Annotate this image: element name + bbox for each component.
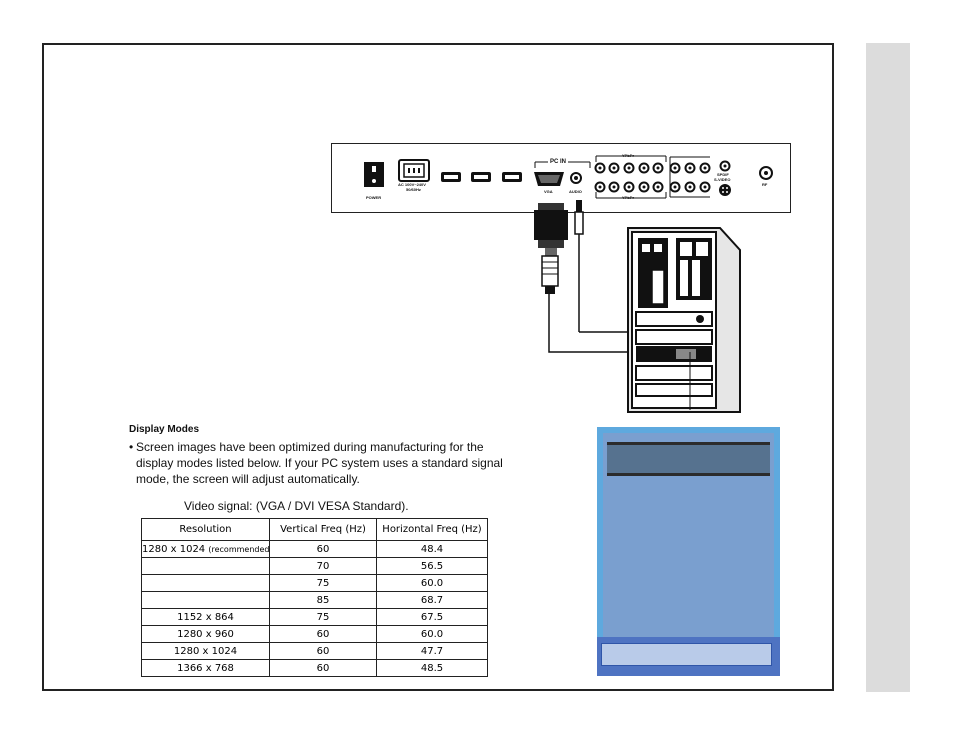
column-header: Horizontal Freq (Hz) (376, 518, 488, 541)
table-cell: 56.5 (376, 557, 488, 575)
table-cell (141, 557, 270, 575)
table-cell: 1280 x 1024 (recommended) (141, 540, 270, 558)
ac-freq-label: 50/60Hz (406, 187, 421, 192)
table-row: 70 56.5 (141, 557, 488, 575)
rf-label: RF (762, 182, 768, 187)
table-cell: 60.0 (376, 574, 488, 592)
table-cell: 70 (269, 557, 377, 575)
video-signal-caption: Video signal: (VGA / DVI VESA Standard). (184, 499, 409, 513)
ypbpr-bottom-label: YPbPr (622, 195, 635, 200)
table-row: 1280 x 960 60 60.0 (141, 625, 488, 643)
table-row: 1152 x 864 75 67.5 (141, 608, 488, 626)
table-cell: 85 (269, 591, 377, 609)
spdif-label: SPDIF (717, 172, 729, 177)
power-label: POWER (366, 195, 382, 200)
table-cell: 47.7 (376, 642, 488, 660)
table-cell: 67.5 (376, 608, 488, 626)
bullet-marker: • (129, 440, 134, 454)
table-cell: 1280 x 960 (141, 625, 270, 643)
side-strip (866, 43, 910, 692)
ac-label: AC 100V~240V (398, 182, 426, 187)
table-cell: 1366 x 768 (141, 659, 270, 677)
display-modes-body: • Screen images have been optimized duri… (129, 439, 519, 487)
table-cell: 75 (269, 574, 377, 592)
table-cell: 60 (269, 540, 377, 558)
blue-panel-footer-bar (601, 643, 772, 666)
table-cell: 1152 x 864 (141, 608, 270, 626)
svideo-label: S-VIDEO (714, 177, 731, 182)
table-row: 85 68.7 (141, 591, 488, 609)
table-cell: 60 (269, 625, 377, 643)
table-cell: 75 (269, 608, 377, 626)
table-cell: 60.0 (376, 625, 488, 643)
table-cell: 1280 x 1024 (141, 642, 270, 660)
display-modes-heading: Display Modes (129, 424, 200, 435)
recommended-note: (recommended) (208, 544, 270, 554)
table-cell (141, 574, 270, 592)
table-row: 1280 x 1024 (recommended) 60 48.4 (141, 540, 488, 558)
body-text: Screen images have been optimized during… (136, 440, 503, 486)
column-header: Resolution (141, 518, 270, 541)
table-row: 1366 x 768 60 48.5 (141, 659, 488, 677)
table-header-row: Resolution Vertical Freq (Hz) Horizontal… (141, 518, 488, 541)
table-cell (141, 591, 270, 609)
column-header: Vertical Freq (Hz) (269, 518, 377, 541)
resolution-value: 1280 x 1024 (142, 543, 206, 555)
table-cell: 48.4 (376, 540, 488, 558)
blue-panel-header-band (607, 442, 770, 476)
pc-in-label: PC IN (548, 159, 569, 165)
display-modes-table: Resolution Vertical Freq (Hz) Horizontal… (141, 518, 488, 677)
table-row: 75 60.0 (141, 574, 488, 592)
table-cell: 48.5 (376, 659, 488, 677)
table-cell: 60 (269, 642, 377, 660)
ypbpr-top-label: YPbPr (622, 153, 635, 158)
table-row: 1280 x 1024 60 47.7 (141, 642, 488, 660)
vga-label: VGA (544, 189, 553, 194)
audio-label: AUDIO (569, 189, 582, 194)
table-cell: 68.7 (376, 591, 488, 609)
table-cell: 60 (269, 659, 377, 677)
